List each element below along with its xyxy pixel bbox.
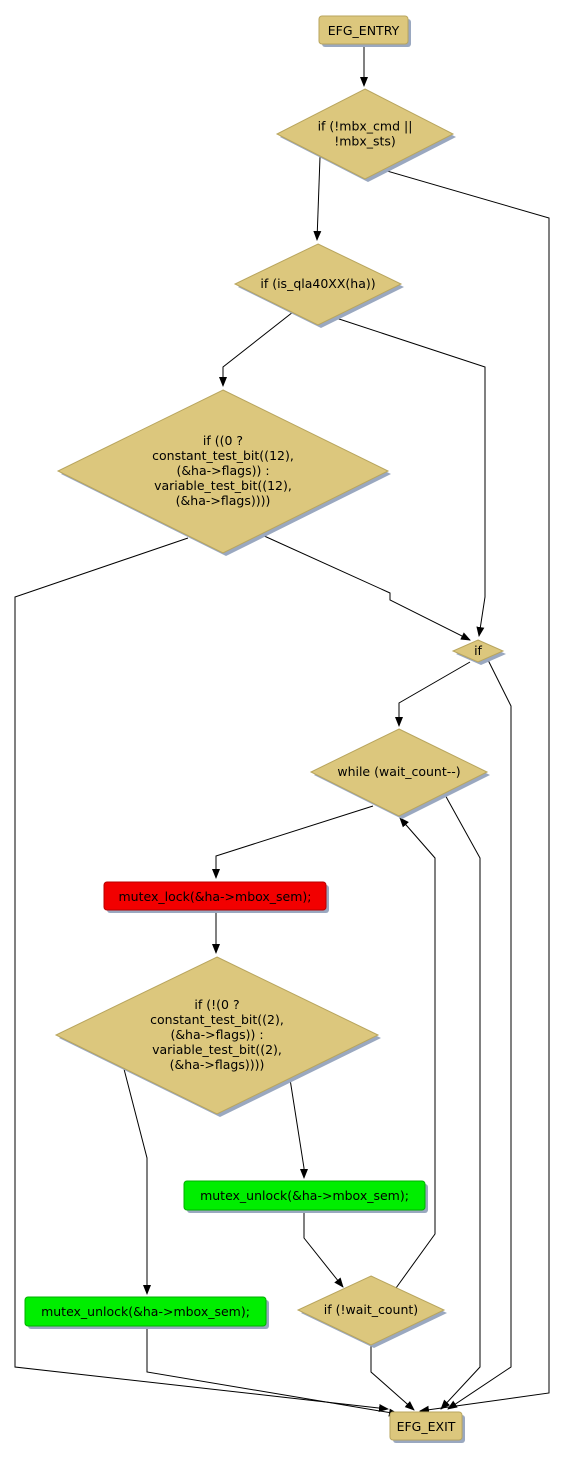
label-line: if (is_qla40XX(ha)) [260,276,375,291]
edge-unlock-right-to-waitcount [303,1210,344,1288]
edge-while-to-exit [440,792,481,1410]
label-line: (&ha->flags)) : [170,1027,263,1042]
edge-mbx-to-qla [313,156,322,241]
cond-testbit12-node: if ((0 ?constant_test_bit((12),(&ha->fla… [56,389,391,556]
cond-mbx-node: if (!mbx_cmd ||!mbx_sts) [275,88,456,182]
cond-if-diamond [451,639,505,663]
label-line: variable_test_bit((2), [152,1042,282,1057]
cond-waitcount-node: if (!wait_count) [296,1275,447,1348]
edge-qla-to-testbit12 [219,311,294,387]
label-line: constant_test_bit((12), [152,448,294,463]
cond-if-node: if [451,639,506,665]
mutex-lock-node: mutex_lock(&ha->mbox_sem); [103,881,329,913]
label-line: if (!(0 ? [194,997,239,1012]
cond-qla-node: if (is_qla40XX(ha)) [233,243,404,328]
mutex-lock-label: mutex_lock(&ha->mbox_sem); [118,889,311,904]
edge-while-to-lock [212,805,374,879]
edge-if-to-exit [447,659,512,1410]
unlock-right-label: mutex_unlock(&ha->mbox_sem); [200,1188,409,1203]
label-line: while (wait_count--) [337,764,460,779]
entry-node-label: EFG_ENTRY [328,23,400,38]
label-line: if ((0 ? [203,433,243,448]
cond-waitcount-diamond [296,1275,446,1346]
label-line: if [474,643,482,658]
cond-while-diamond [309,728,489,817]
mutex-lock-box [103,881,327,911]
label-line: if (!wait_count) [324,1302,418,1317]
exit-node-label: EFG_EXIT [397,1419,456,1434]
label-line: !mbx_sts) [334,134,396,149]
unlock-right-node: mutex_unlock(&ha->mbox_sem); [183,1180,428,1213]
label-line: (&ha->flags)))) [170,1057,265,1072]
entry-node-box [318,15,409,45]
edge-qla-to-if [332,316,486,637]
exit-node-box [389,1411,463,1441]
unlock-left-box [24,1296,267,1327]
edge-if-to-while [395,661,471,727]
cond-while-label: while (wait_count--) [337,764,460,779]
cond-if-label: if [474,643,482,658]
edge-testbit12-to-if [261,534,471,641]
label-line: (&ha->flags)))) [176,493,271,508]
unlock-left-node: mutex_unlock(&ha->mbox_sem); [24,1296,269,1329]
cond-testbit2-diamond [54,956,380,1115]
cond-testbit2-label: if (!(0 ?constant_test_bit((2),(&ha->fla… [150,997,284,1072]
cond-testbit2-node: if (!(0 ?constant_test_bit((2),(&ha->fla… [54,956,381,1117]
cond-testbit12-label: if ((0 ?constant_test_bit((12),(&ha->fla… [152,433,294,508]
cond-while-node: while (wait_count--) [309,728,490,819]
cond-waitcount-label: if (!wait_count) [324,1302,418,1317]
label-line: (&ha->flags)) : [176,463,269,478]
cond-qla-label: if (is_qla40XX(ha)) [260,276,375,291]
label-line: if (!mbx_cmd || [318,119,413,134]
edge-testbit12-to-exit [14,537,389,1412]
cond-mbx-label: if (!mbx_cmd ||!mbx_sts) [318,119,413,149]
entry-node: EFG_ENTRY [318,15,411,47]
edge-mbx-to-exit [379,168,550,1414]
edge-waitcount-to-exit [370,1346,415,1411]
edge-testbit2-to-unlock-left [123,1068,151,1295]
cond-qla-diamond [233,243,403,326]
cond-mbx-diamond [275,88,455,180]
exit-node: EFG_EXIT [389,1411,465,1443]
edge-unlock-left-to-exit [146,1326,399,1417]
label-line: constant_test_bit((2), [150,1012,284,1027]
edges [14,46,550,1417]
cond-testbit12-diamond [56,389,390,554]
edge-testbit2-to-unlock-right [289,1078,308,1179]
unlock-right-box [183,1180,426,1211]
unlock-left-label: mutex_unlock(&ha->mbox_sem); [41,1304,250,1319]
edge-waitcount-to-while [395,817,436,1289]
label-line: variable_test_bit((12), [154,478,292,493]
